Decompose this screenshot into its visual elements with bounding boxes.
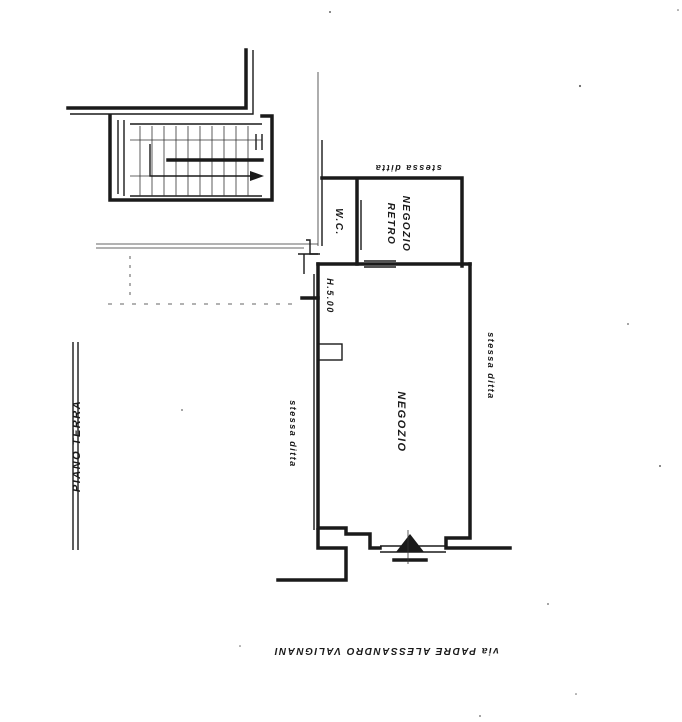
floor-label: PIANO TERRA [71, 400, 83, 492]
wc-label: W.C. [333, 208, 344, 235]
same-firm-top-label: stessa ditta [374, 163, 442, 173]
shop-label: NEGOZIO [395, 391, 407, 452]
floor-title: PIANO TERRA [71, 342, 83, 550]
back-shop-label-1: RETRO [385, 203, 396, 246]
same-firm-right-label: stessa ditta [486, 332, 496, 400]
back-shop-block [320, 176, 464, 268]
shop-walls [276, 239, 512, 582]
scan-specks [181, 9, 679, 717]
entrance [380, 530, 446, 564]
back-shop-label-2: NEGOZIO [400, 196, 411, 253]
entrance-arrow-icon [396, 534, 424, 552]
stair-block [66, 48, 274, 202]
height-label: H.5.00 [325, 278, 335, 314]
stair-arrow-icon [250, 171, 264, 181]
same-firm-left-label: stessa ditta [288, 400, 298, 468]
street-label: via PADRE ALESSANDRO VALIGNANI [273, 645, 498, 656]
